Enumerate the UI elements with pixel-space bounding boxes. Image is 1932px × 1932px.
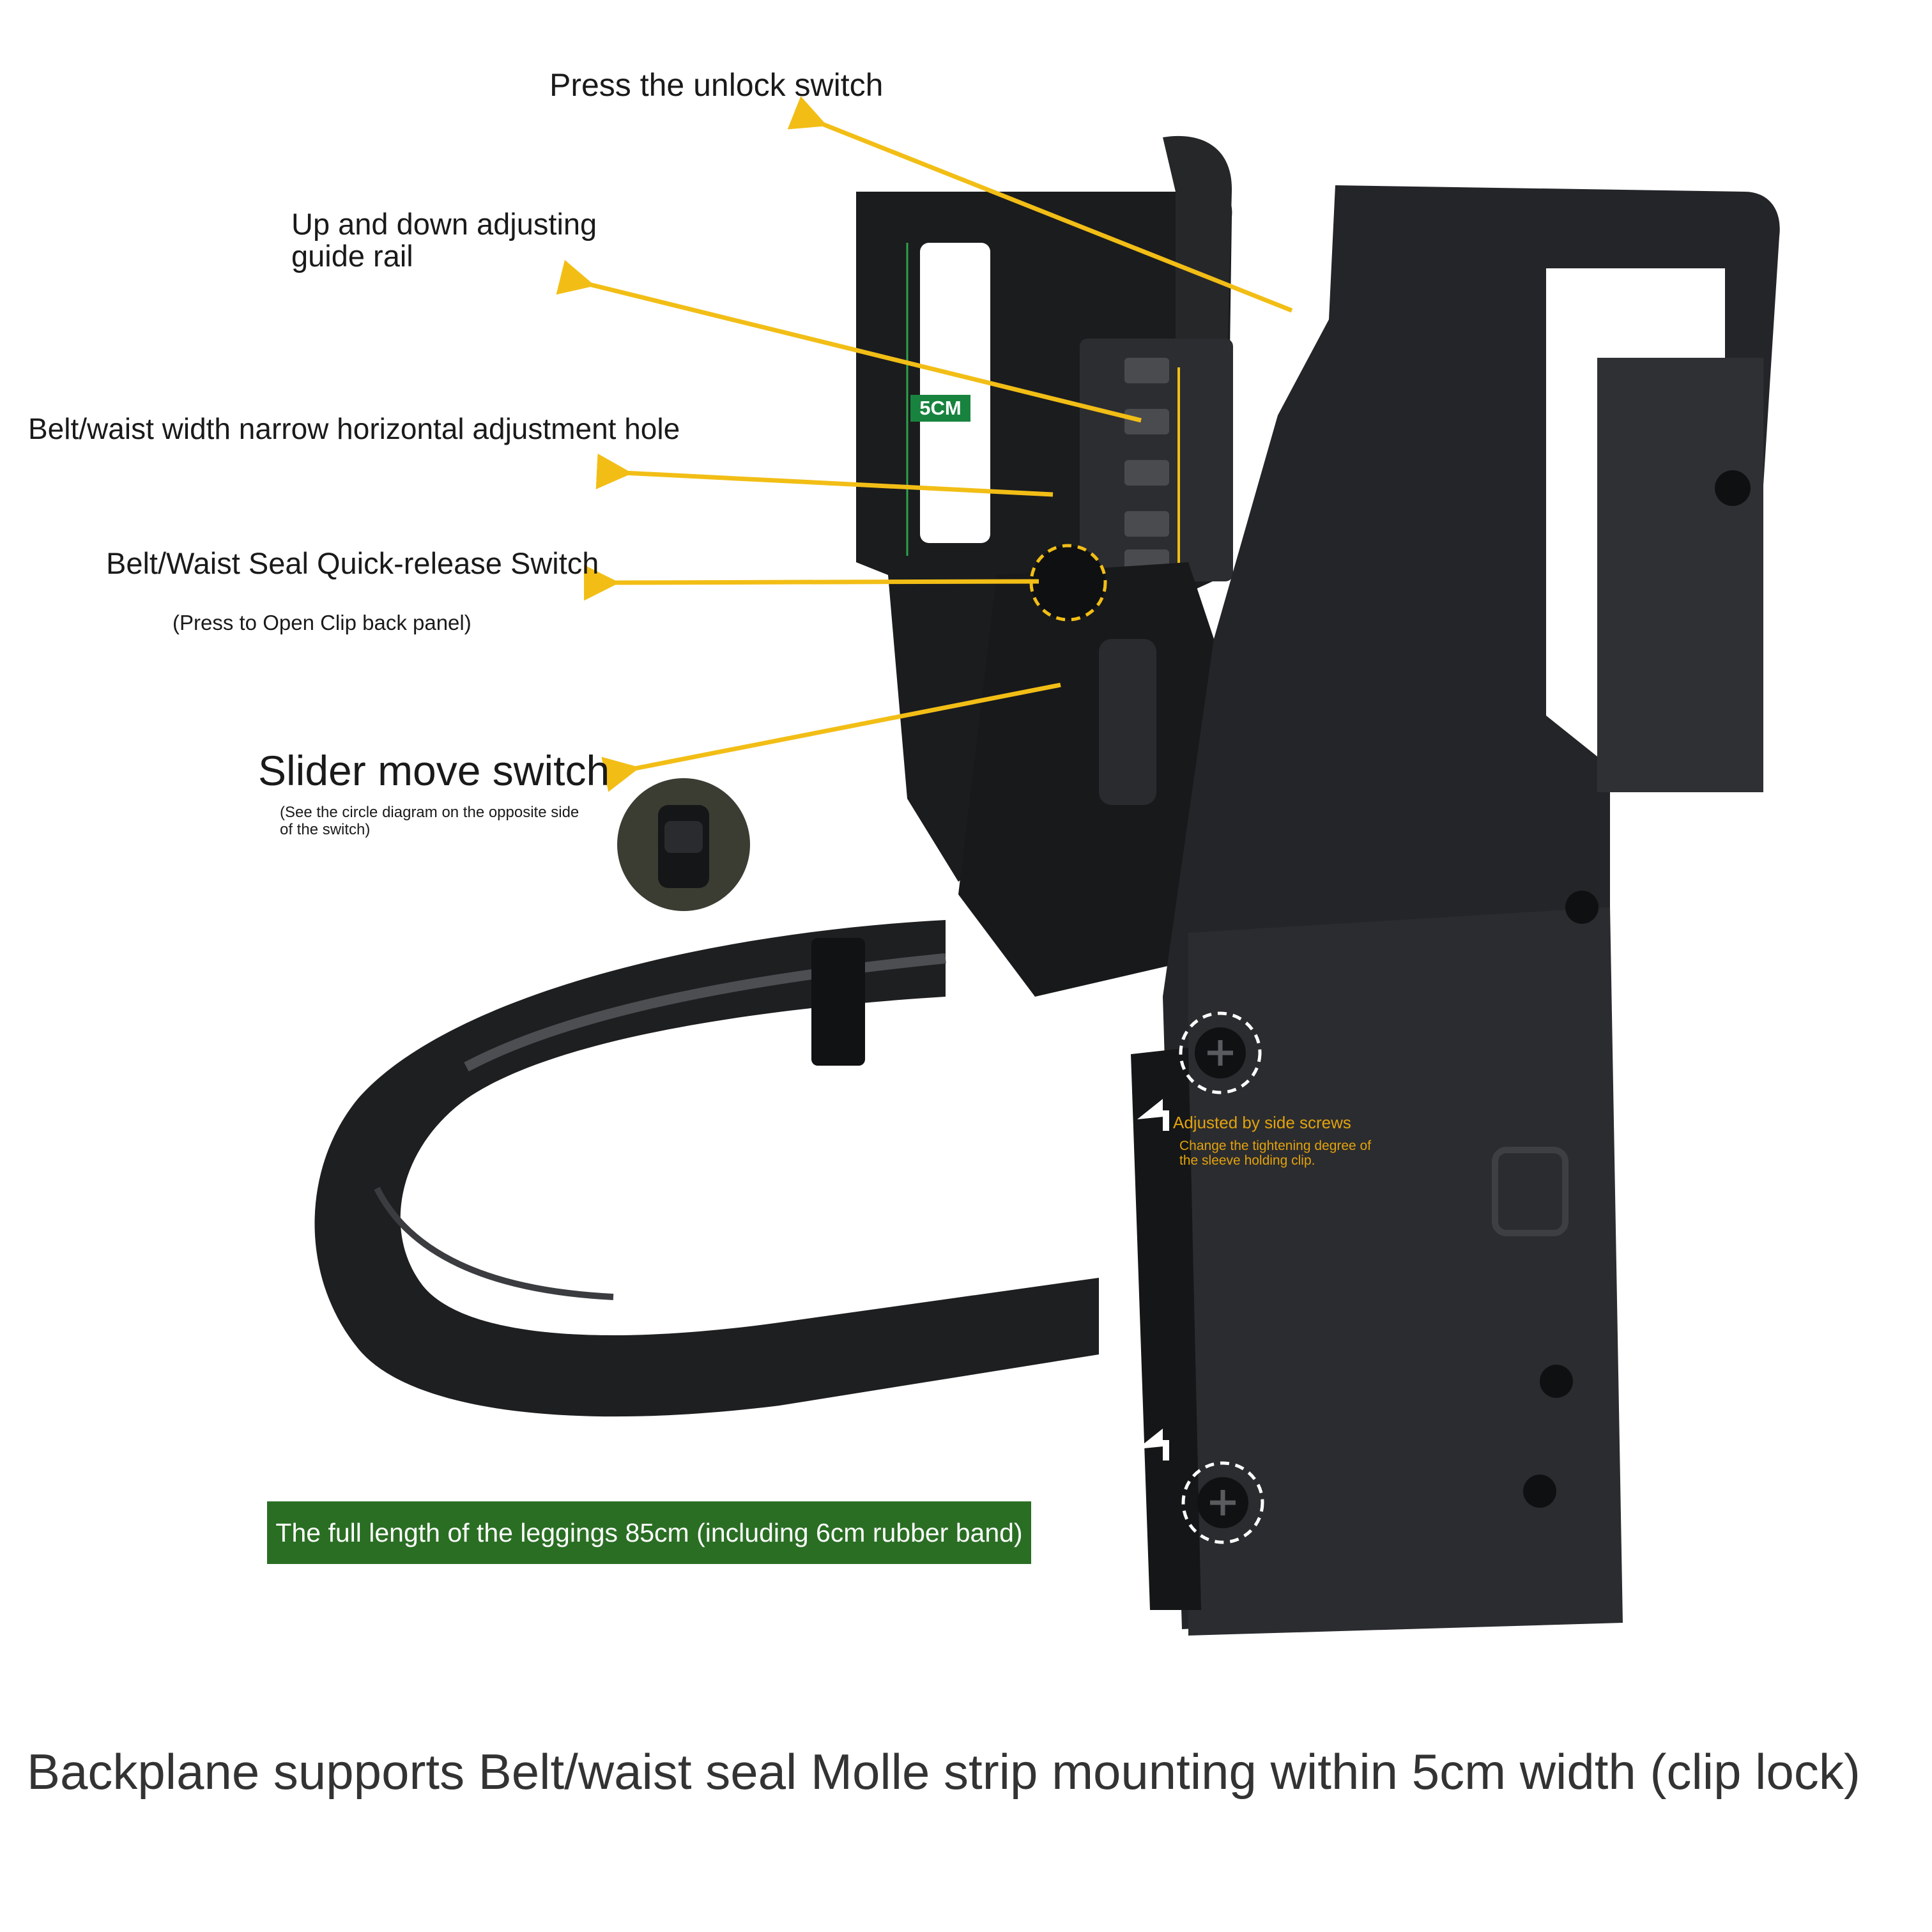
arrow-guide-rail: [556, 259, 1142, 423]
label-slider-switch: Slider move switch: [258, 747, 610, 794]
side-screw-bottom: [1181, 1461, 1264, 1544]
label-guide-rail: Up and down adjusting guide rail: [291, 207, 597, 273]
width-badge: 5CM: [910, 395, 970, 422]
callout-arrows: [556, 96, 1293, 792]
leg-strap: [314, 920, 1099, 1417]
holster-shell: [1131, 185, 1780, 1636]
bottom-caption: Backplane supports Belt/waist seal Molle…: [27, 1744, 1860, 1800]
arrow-adjust-hole: [595, 453, 1054, 497]
arrow-slider: [601, 682, 1061, 792]
side-adjust-arrows: [1137, 1099, 1169, 1460]
label-unlock-switch: Press the unlock switch: [549, 67, 884, 103]
shell-screws: [1523, 470, 1751, 1508]
strap-keeper: [811, 938, 865, 1066]
label-slider-note: (See the circle diagram on the opposite …: [280, 804, 579, 838]
adjustment-slot: [920, 243, 990, 543]
slider-detail-inset: [617, 778, 750, 911]
arrow-unlock: [787, 96, 1293, 313]
slider-switch: [1099, 639, 1156, 805]
arrow-quick-release: [583, 565, 1039, 601]
length-banner: The full length of the leggings 85cm (in…: [267, 1501, 1031, 1564]
label-quick-release: Belt/Waist Seal Quick-release Switch: [106, 546, 599, 580]
label-side-screws-note: Change the tightening degree of the slee…: [1179, 1138, 1372, 1168]
back-panel: [856, 135, 1233, 997]
label-side-screws: Adjusted by side screws: [1173, 1113, 1351, 1132]
label-quick-release-note: (Press to Open Clip back panel): [172, 611, 471, 634]
guide-rail-teeth: [1124, 358, 1169, 575]
quick-release-switch: [1029, 544, 1107, 622]
holster-logo: [1492, 1147, 1568, 1236]
label-adjustment-hole: Belt/waist width narrow horizontal adjus…: [28, 412, 680, 445]
side-screw-top: [1179, 1011, 1262, 1094]
